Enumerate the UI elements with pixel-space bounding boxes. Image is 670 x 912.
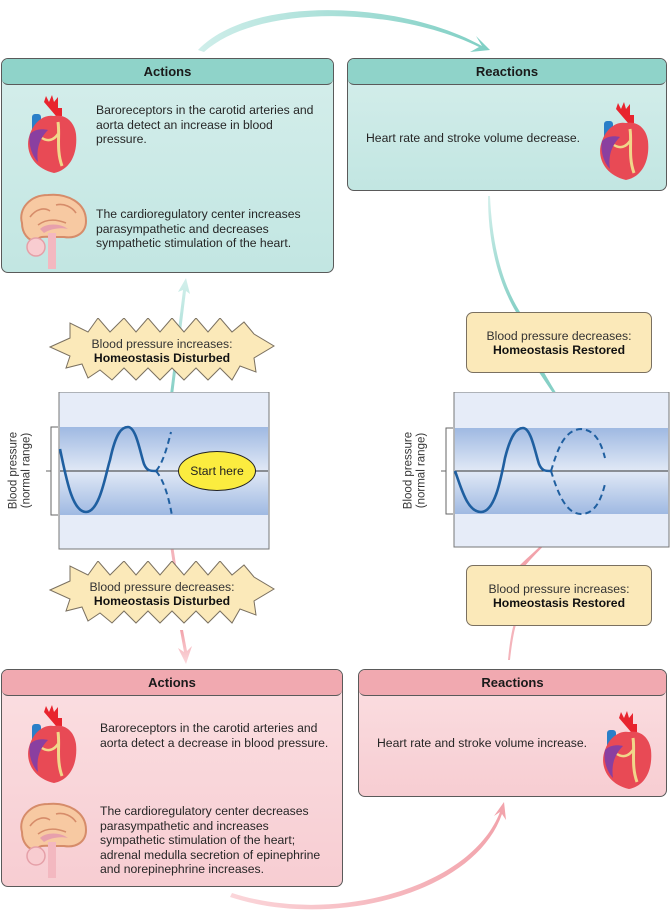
- normal-range-band-lower: [455, 471, 668, 514]
- callout-line1: Blood pressure increases:: [91, 337, 233, 351]
- callout-line2: Homeostasis Disturbed: [93, 594, 231, 608]
- bp-graph-left: Blood pressure (normal range) Start here: [8, 392, 270, 552]
- range-bracket: [441, 427, 453, 515]
- starburst-shape: [48, 318, 275, 381]
- start-here-badge: Start here: [178, 451, 256, 491]
- reactions-header: Reactions: [348, 59, 666, 85]
- callout-bp-decreases-restored: Blood pressure decreases: Homeostasis Re…: [466, 312, 652, 373]
- action-text-cardioregulatory: The cardioregulatory center decreases pa…: [100, 804, 321, 876]
- arrow-restored-to-graph-bottom: [520, 512, 584, 567]
- bp-wave-dashed-return-down: [550, 470, 606, 516]
- actions-box-decrease: Actions Baroreceptors in the carotid art…: [1, 669, 343, 887]
- normal-range-band-upper: [455, 428, 668, 471]
- actions-box-increase: Actions Baroreceptors in the carotid art…: [1, 58, 334, 273]
- arrow-reactions-to-restored-top: [488, 196, 520, 312]
- brain-icon: [20, 802, 88, 878]
- arrow-restored-to-graph-top: [531, 358, 578, 420]
- bp-wave-dashed-down: [155, 470, 173, 517]
- callout-line1: Blood pressure decreases:: [486, 328, 632, 343]
- callout-bp-increases-restored: Blood pressure increases: Homeostasis Re…: [466, 565, 652, 626]
- actions-header: Actions: [2, 670, 342, 696]
- reactions-box-increase: Reactions Heart rate and stroke volume i…: [358, 669, 667, 797]
- bp-wave-dashed-up: [155, 431, 172, 472]
- range-bracket: [46, 426, 58, 516]
- action-text-baroreceptors: Baroreceptors in the carotid arteries an…: [100, 721, 329, 750]
- heart-icon: [603, 711, 652, 789]
- bp-graph-right: Blood pressure (normal range): [403, 392, 670, 552]
- callout-line2: Homeostasis Restored: [492, 342, 626, 357]
- brain-icon: [20, 193, 88, 269]
- reactions-box-decrease: Reactions Heart rate and stroke volume d…: [347, 58, 667, 191]
- reactions-header: Reactions: [359, 670, 666, 696]
- heart-icon: [600, 102, 649, 180]
- actions-header: Actions: [2, 59, 333, 85]
- callout-line2: Homeostasis Restored: [492, 595, 626, 610]
- callout-bp-decreases-disturbed: Blood pressure decreases: Homeostasis Di…: [48, 561, 276, 625]
- arrow-reactions-to-restored-bottom: [508, 618, 518, 660]
- callout-line2: Homeostasis Disturbed: [93, 351, 231, 365]
- reaction-text: Heart rate and stroke volume decrease.: [366, 131, 581, 145]
- callout-line1: Blood pressure decreases:: [89, 580, 235, 594]
- action-text-baroreceptors: Baroreceptors in the carotid arteries an…: [96, 103, 314, 146]
- heart-icon: [28, 705, 77, 783]
- arrow-disturbed-to-actions-bottom: [178, 630, 192, 664]
- starburst-shape: [48, 561, 275, 624]
- bp-wave: [453, 426, 552, 514]
- bp-wave-dashed-return-up: [550, 427, 606, 472]
- action-text-cardioregulatory: The cardioregulatory center increases pa…: [96, 207, 301, 250]
- reaction-text: Heart rate and stroke volume increase.: [377, 736, 587, 750]
- callout-bp-increases-disturbed: Blood pressure increases: Homeostasis Di…: [48, 318, 276, 382]
- arrow-actions-to-reactions-top: [198, 10, 490, 52]
- bp-wave: [58, 425, 157, 514]
- heart-icon: [28, 95, 77, 173]
- callout-line1: Blood pressure increases:: [488, 581, 630, 596]
